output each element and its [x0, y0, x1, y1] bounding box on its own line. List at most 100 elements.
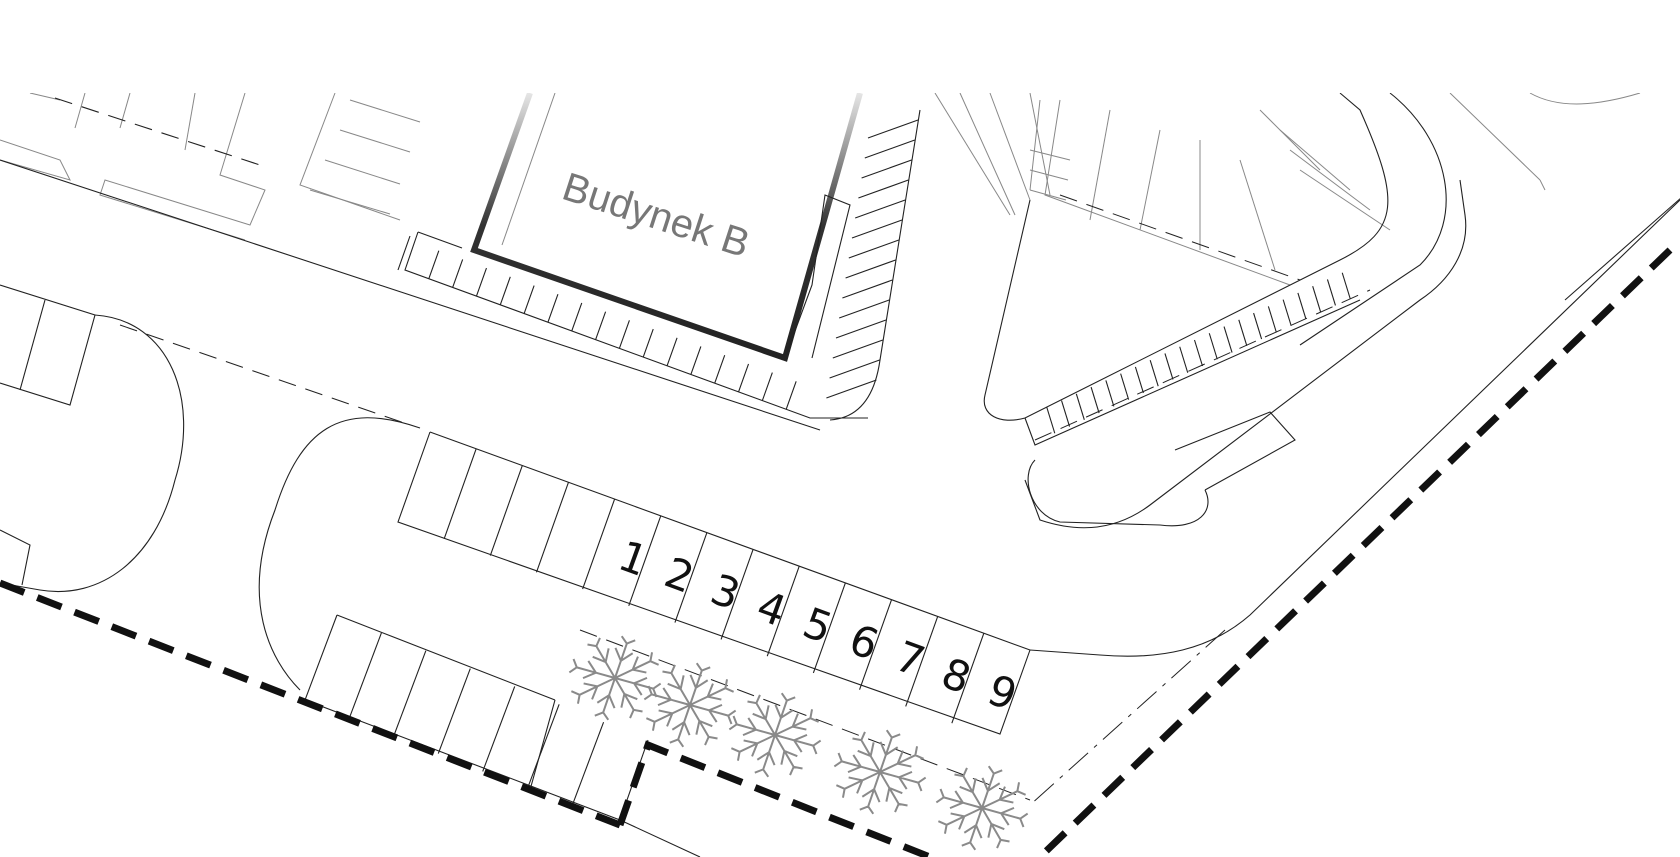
tree-branches	[643, 662, 737, 748]
stall-divider	[785, 381, 797, 410]
stall-divider	[628, 515, 662, 607]
stall-divider	[475, 267, 487, 297]
tree-branches	[568, 635, 662, 721]
stall-divider	[1149, 360, 1159, 387]
stall-divider	[571, 302, 583, 332]
stall-divider	[428, 250, 440, 279]
stall-divider	[855, 199, 906, 219]
stall-divider	[951, 633, 985, 724]
stall-divider	[618, 320, 630, 349]
stall-divider	[595, 311, 607, 340]
dashed-edges	[579, 629, 1226, 857]
parking-spot-number: 8	[935, 648, 977, 703]
stall-divider	[859, 599, 893, 690]
stall-divider	[443, 448, 477, 539]
stall-divider	[1046, 407, 1056, 434]
stall-divider	[842, 279, 893, 299]
stall-divider	[526, 704, 560, 790]
stall-divider	[348, 632, 382, 719]
tree-branches	[935, 765, 1029, 851]
island-parking	[1024, 272, 1371, 446]
stall-divider	[690, 346, 702, 375]
stall-divider	[1297, 292, 1307, 320]
stall-divider	[1105, 380, 1115, 407]
stall-divider	[393, 650, 427, 736]
stall-divider	[812, 582, 846, 674]
stall-divider	[829, 359, 880, 379]
parking-spot-number: 9	[982, 665, 1024, 720]
stall-divider	[1238, 319, 1248, 346]
stall-divider	[832, 339, 883, 359]
stall-divider	[674, 532, 708, 623]
stall-divider	[826, 379, 877, 399]
building-parking-row	[397, 231, 868, 419]
stall-divider	[1253, 312, 1263, 340]
stall-divider	[867, 119, 919, 139]
parking-spot-number: 1	[612, 531, 654, 586]
stall-divider	[1208, 333, 1218, 360]
stall-divider	[1341, 272, 1351, 299]
stall-divider	[858, 179, 909, 199]
stall-divider	[1120, 373, 1130, 400]
stall-divider	[845, 259, 896, 279]
stall-divider	[437, 668, 471, 754]
tree-icon	[643, 662, 737, 748]
stall-divider	[851, 219, 903, 239]
stall-divider	[1179, 346, 1189, 373]
stall-divider	[1164, 353, 1174, 380]
stall-divider	[714, 354, 726, 384]
stall-divider	[761, 372, 773, 401]
tree-icon	[568, 635, 662, 721]
stall-divider	[1090, 386, 1100, 414]
stall-divider	[720, 549, 754, 640]
parking-spot-number: 2	[658, 548, 700, 603]
stall-divider	[482, 686, 516, 772]
stall-divider	[452, 259, 464, 288]
upper-left-structures	[0, 92, 821, 431]
tree-icon	[935, 765, 1029, 851]
parking-spot-number: 4	[751, 581, 793, 636]
stall-divider	[766, 565, 800, 657]
stall-divider	[547, 294, 559, 323]
stall-divider	[848, 239, 899, 259]
north-east-structures	[934, 92, 1641, 421]
stall-divider	[1282, 299, 1292, 326]
stall-divider	[1312, 286, 1322, 313]
stall-divider	[1075, 393, 1085, 420]
stall-divider	[499, 276, 511, 306]
tree-branches	[728, 692, 822, 778]
parking-spot-number: 6	[843, 615, 885, 670]
stall-divider	[1267, 306, 1277, 333]
building-label: Budynek B	[557, 165, 755, 267]
stall-divider	[535, 482, 569, 573]
stall-divider	[835, 319, 887, 339]
stall-divider	[905, 616, 939, 707]
stall-divider	[582, 498, 616, 590]
stall-divider	[642, 328, 654, 358]
west-road-islands	[0, 284, 421, 691]
tree-icon	[833, 729, 927, 815]
stall-divider	[1061, 400, 1071, 427]
parking-spot-number: 7	[889, 631, 931, 686]
stall-divider	[1223, 326, 1233, 353]
top-blank-band	[0, 0, 1680, 93]
stall-divider	[571, 721, 605, 808]
parking-spot-number: 3	[705, 564, 747, 619]
stall-divider	[1134, 366, 1144, 394]
stall-divider	[864, 139, 915, 159]
tree-branches	[833, 729, 927, 815]
stall-divider	[839, 299, 890, 319]
stall-divider	[489, 465, 523, 556]
stall-divider	[1193, 339, 1204, 367]
main-road-edges	[1024, 179, 1680, 657]
stall-divider	[861, 159, 912, 179]
building-b: Budynek B	[470, 91, 863, 362]
parking-spot-number: 5	[797, 598, 839, 653]
trees-group	[568, 635, 1029, 851]
tree-icon	[728, 692, 822, 778]
stall-divider	[738, 363, 750, 393]
east-building-parking	[826, 109, 921, 421]
stall-divider	[1326, 279, 1336, 306]
